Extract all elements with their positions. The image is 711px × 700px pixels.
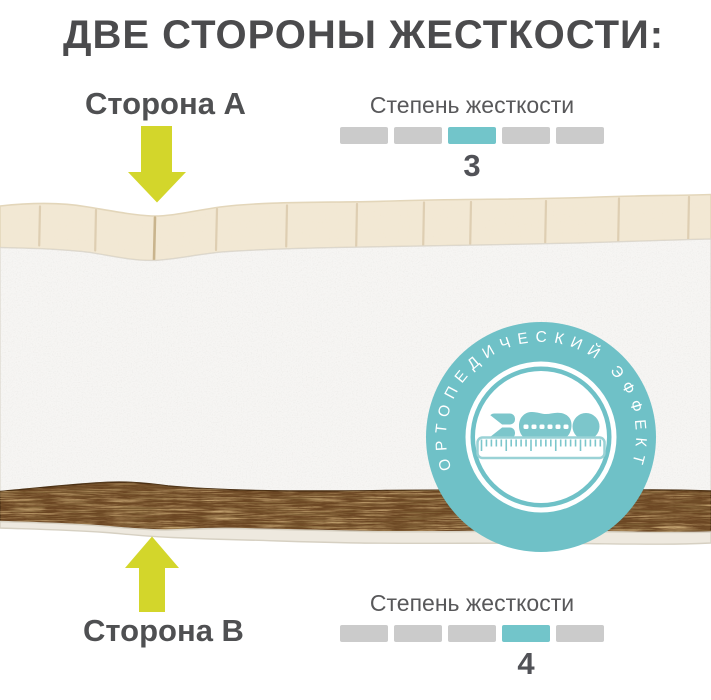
person-on-mattress-icon [476,411,606,460]
feet-notch [485,411,504,441]
firmness-segment-1 [340,127,388,145]
firmness-scale-a-title: Степень жесткости [369,92,575,118]
firmness-segment-3 [448,625,496,643]
body-blob [519,411,572,441]
foam-crease-line [152,216,157,261]
arrow-up-icon [125,536,179,612]
firmness-scale-a-segments [340,127,604,145]
firmness-scale-b-segments [340,625,604,643]
spine-dashes [523,424,569,429]
firmness-segment-2 [394,625,442,643]
firmness-scale-b-title: Степень жесткости [369,590,575,616]
orthopedic-badge: ОРТОПЕДИЧЕСКИЙ ЭФФЕКТ [426,322,656,552]
arrow-down-icon [128,126,186,203]
firmness-segment-1 [340,625,388,643]
firmness-segment-4 [502,625,550,643]
side-b-label: Сторона B [83,613,244,648]
firmness-segment-2 [394,127,442,145]
firmness-segment-4 [502,127,550,145]
firmness-segment-3 [448,127,496,145]
firmness-scale-side-b: Степень жесткости 4 [340,590,604,682]
side-a-label: Сторона A [85,86,246,121]
firmness-segment-5 [556,625,604,643]
firmness-scale-side-a: Степень жесткости 3 [340,92,604,184]
ruler-icon [476,436,606,460]
firmness-scale-b-value: 4 [517,646,535,682]
badge-white-ring [465,361,617,513]
page-title: ДВЕ СТОРОНЫ ЖЕСТКОСТИ: [63,13,665,57]
firmness-scale-a-value: 3 [463,148,481,184]
ruler-ticks [480,439,602,451]
head-circle [572,413,600,440]
foam-cut-lines [38,195,691,252]
firmness-segment-5 [556,127,604,145]
